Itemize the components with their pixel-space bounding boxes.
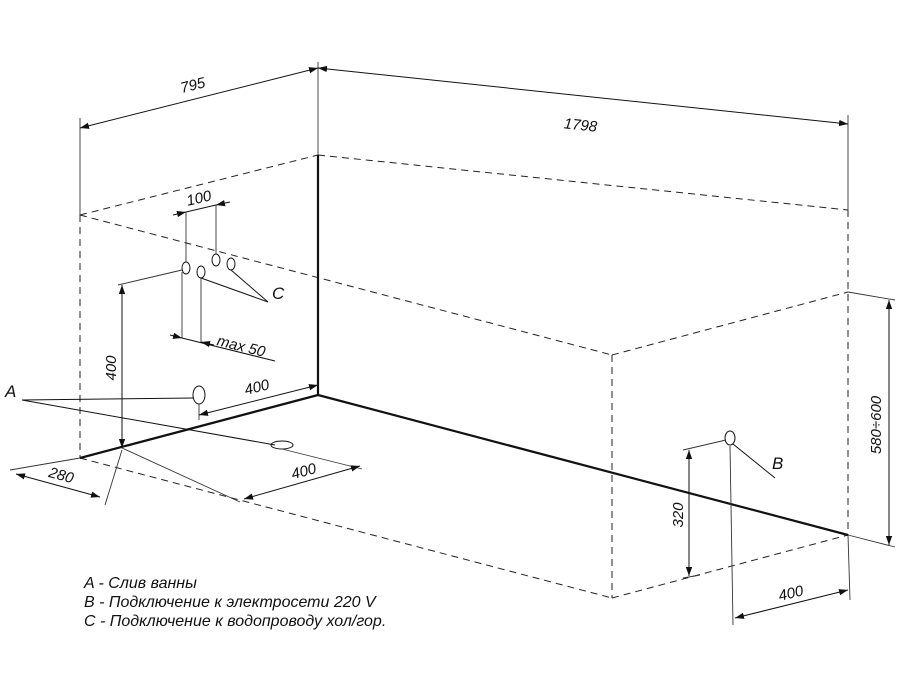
width-label: 795 bbox=[179, 74, 208, 97]
marker-c: C bbox=[272, 284, 285, 303]
wall-corner-edges bbox=[79, 155, 849, 537]
height-label: 580÷600 bbox=[868, 395, 885, 454]
cold-inlet-icon bbox=[181, 261, 191, 275]
inlet-spacing-dimension: 100 bbox=[172, 187, 231, 262]
marker-b: B bbox=[772, 454, 783, 473]
inlet-side-label: 400 bbox=[243, 376, 272, 399]
tub-hidden-edges bbox=[79, 154, 849, 599]
legend-item-drain: A - Слив ванны bbox=[84, 575, 197, 592]
legend-item-power: B - Подключение к электросети 220 V bbox=[84, 594, 376, 611]
marker-a: A bbox=[4, 382, 16, 401]
power-end-label: 400 bbox=[777, 582, 806, 604]
water-inlets: C bbox=[181, 253, 285, 303]
hot-inlet-outlet-icon bbox=[226, 257, 236, 271]
inlet-offset-label: max 50 bbox=[215, 332, 267, 361]
inlet-spacing-label: 100 bbox=[185, 187, 214, 209]
inlet-height-label: 400 bbox=[103, 355, 120, 381]
legend: A - Слив ванны B - Подключение к электро… bbox=[84, 574, 386, 631]
power-end-dimension: 400 bbox=[729, 445, 851, 626]
drain-end-dimension: 400 bbox=[121, 447, 363, 503]
hot-inlet-icon bbox=[211, 253, 221, 267]
length-label: 1798 bbox=[563, 115, 599, 135]
drain-wall-label: 280 bbox=[46, 464, 76, 487]
inlet-side-dimension: 400 bbox=[198, 376, 319, 420]
length-dimension: 1798 bbox=[317, 65, 849, 210]
power-height-label: 320 bbox=[670, 502, 687, 528]
legend-item-water: C - Подключение к водопроводу хол/гор. bbox=[84, 613, 387, 630]
height-dimension: 580÷600 bbox=[847, 291, 896, 548]
drain-outlet-icon bbox=[192, 385, 206, 405]
power-socket-icon bbox=[724, 430, 736, 446]
power-height-dimension: 320 bbox=[670, 439, 727, 579]
inlet-height-dimension: 400 bbox=[103, 269, 183, 448]
drain-wall-dimension: 280 bbox=[9, 449, 123, 506]
power-connection: B bbox=[724, 430, 783, 479]
drain-end-label: 400 bbox=[290, 460, 319, 483]
cold-inlet-outlet-icon bbox=[196, 265, 206, 279]
